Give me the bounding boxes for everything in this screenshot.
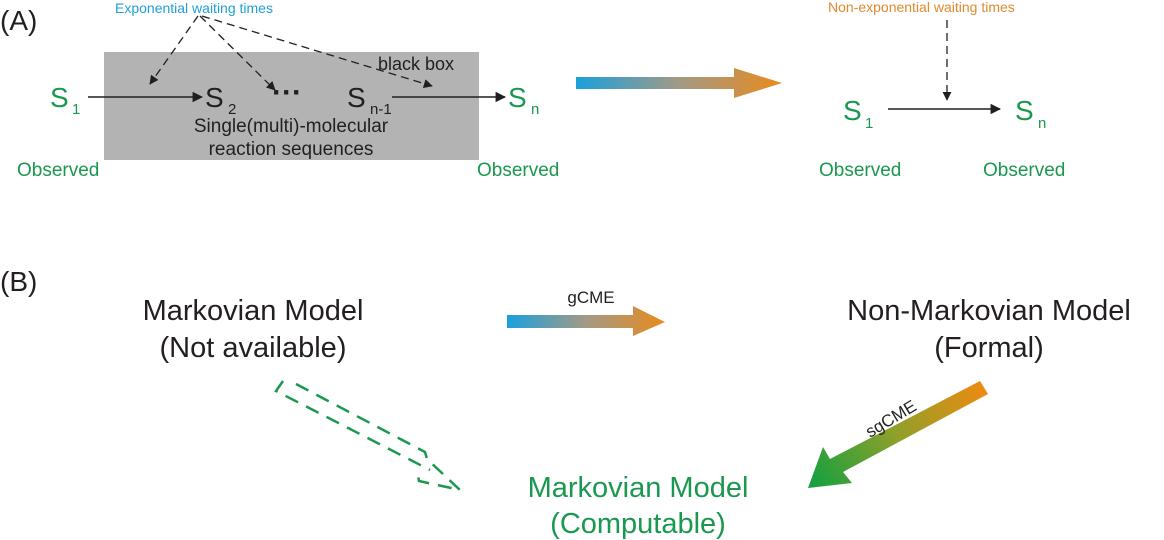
svg-text:S: S [843, 95, 862, 126]
observed-label-right-sn: Observed [983, 160, 1065, 181]
svg-text:S: S [347, 82, 366, 113]
observed-label-left-sn: Observed [477, 160, 559, 181]
state-sn-right: S n [1015, 95, 1046, 132]
state-s2: S 2 [205, 82, 236, 118]
state-sn-minus-1: S n-1 [347, 82, 392, 118]
markovian-model-computable-line1: Markovian Model [528, 472, 749, 504]
dashed-arrow-to-s1-s2 [149, 15, 199, 85]
non-markovian-model-line1: Non-Markovian Model [847, 295, 1131, 327]
state-sn-left: S n [508, 82, 539, 118]
exponential-waiting-times-label: Exponential waiting times [115, 0, 273, 16]
non-markovian-model-line2: (Formal) [934, 332, 1044, 364]
svg-text:S: S [508, 82, 527, 113]
svg-text:S: S [205, 82, 224, 113]
dashed-arrow-to-sn1-sn [201, 15, 433, 88]
observed-label-left-s1: Observed [17, 160, 99, 181]
dashed-hollow-arrow [274, 380, 465, 493]
state-s1-right: S 1 [843, 95, 873, 132]
box-caption-line1: Single(multi)-molecular [194, 116, 389, 137]
markovian-model-computable-line2: (Computable) [550, 508, 726, 540]
svg-text:n-1: n-1 [370, 101, 392, 118]
gcme-label: gCME [567, 288, 614, 307]
black-box [104, 52, 479, 160]
gcme-arrow [507, 306, 665, 336]
svg-text:n: n [531, 101, 539, 118]
exp-dashed-arrows [149, 15, 433, 91]
transform-arrow-a [576, 68, 782, 98]
s1-base: S [50, 82, 69, 113]
black-box-label: black box [378, 54, 454, 74]
non-exponential-waiting-times-label: Non-exponential waiting times [828, 0, 1015, 15]
svg-text:1: 1 [72, 101, 80, 118]
box-caption-line2: reaction sequences [209, 139, 374, 160]
svg-text:S: S [50, 82, 69, 113]
svg-text:S: S [1015, 95, 1034, 126]
sgcme-arrow [808, 381, 988, 488]
panel-a-label: (A) [0, 5, 37, 36]
dashed-arrow-to-dots [199, 15, 276, 91]
observed-label-right-s1: Observed [819, 160, 901, 181]
svg-text:n: n [1038, 115, 1046, 132]
s1-sub: 1 [72, 101, 80, 118]
markovian-model-not-available-line1: Markovian Model [143, 295, 364, 327]
state-s1-left: S 1 [50, 82, 80, 118]
markovian-model-not-available-line2: (Not available) [160, 332, 347, 364]
panel-b-label: (B) [0, 266, 37, 297]
svg-text:1: 1 [865, 115, 873, 132]
svg-text:2: 2 [228, 101, 236, 118]
ellipsis-dots: ··· [272, 76, 302, 109]
